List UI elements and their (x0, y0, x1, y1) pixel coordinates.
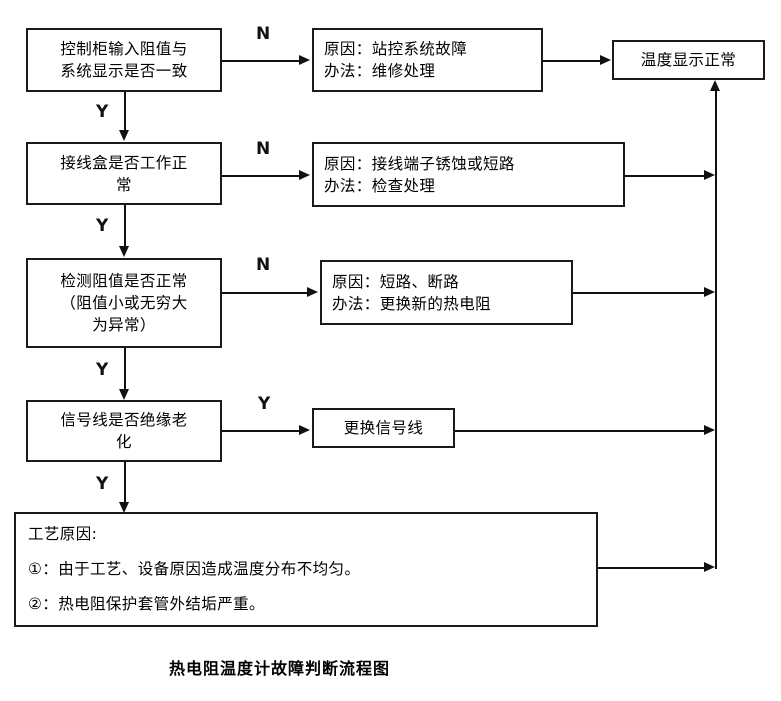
action-box-2[interactable]: 原因：接线端子锈蚀或短路 办法：检查处理 (312, 142, 625, 207)
decision-box-3-line-3: 为异常） (92, 316, 156, 334)
action-box-2-line-1: 原因：接线端子锈蚀或短路 (324, 154, 515, 173)
process-reasons-box[interactable]: 工艺原因: ①：由于工艺、设备原因造成温度分布不均匀。 ②：热电阻保护套管外结垢… (14, 512, 598, 627)
decision-box-1-line-1: 控制柜输入阻值与 (60, 40, 188, 58)
decision-box-2-line-1: 接线盒是否工作正 (60, 153, 188, 172)
edge-label-y1: Y (96, 102, 109, 122)
connector-d2-to-a2 (222, 175, 300, 177)
riser-to-terminal (715, 91, 717, 569)
decision-box-3[interactable]: 检测阻值是否正常 （阻值小或无穷大 为异常） (26, 258, 222, 348)
connector-process-to-riser (598, 567, 705, 569)
connector-d3-to-d4 (124, 348, 126, 390)
decision-box-1-line-2: 系统显示是否一致 (60, 62, 188, 80)
process-reasons-line-2: ①：由于工艺、设备原因造成温度分布不均匀。 (28, 560, 361, 578)
connector-d4-to-a4 (222, 430, 300, 432)
arrow-d2-to-d3 (119, 246, 129, 257)
process-reasons-line-3: ②：热电阻保护套管外结垢严重。 (28, 595, 265, 613)
edge-label-y3: Y (96, 360, 109, 380)
edge-label-y-branch4: Y (258, 394, 271, 414)
connector-d4-to-process (124, 462, 126, 503)
arrow-a2-to-riser (704, 170, 715, 180)
arrow-a1-to-terminal (600, 55, 611, 65)
connector-a2-to-riser (625, 175, 705, 177)
action-box-4-line-1: 更换信号线 (343, 419, 424, 437)
action-box-1[interactable]: 原因：站控系统故障 办法：维修处理 (312, 28, 543, 92)
decision-box-4-line-1: 信号线是否绝缘老 (60, 411, 188, 429)
decision-box-2-line-2: 常 (116, 175, 132, 194)
terminal-box-label: 温度显示正常 (640, 51, 737, 69)
terminal-box-normal-display[interactable]: 温度显示正常 (612, 40, 765, 80)
decision-box-4[interactable]: 信号线是否绝缘老 化 (26, 400, 222, 462)
arrow-riser-to-terminal (710, 80, 720, 91)
connector-d3-to-a3 (222, 292, 308, 294)
arrow-process-to-riser (704, 562, 715, 572)
arrow-a4-to-riser (704, 425, 715, 435)
connector-d2-to-d3 (124, 205, 126, 247)
arrow-d3-to-d4 (119, 389, 129, 400)
action-box-2-line-2: 办法：检查处理 (324, 176, 436, 195)
arrow-d1-to-d2 (119, 130, 129, 141)
action-box-3[interactable]: 原因：短路、断路 办法：更换新的热电阻 (320, 260, 573, 325)
process-reasons-line-1: 工艺原因: (28, 525, 98, 543)
edge-label-y2: Y (96, 216, 109, 236)
action-box-1-line-1: 原因：站控系统故障 (324, 40, 468, 58)
connector-a1-to-terminal (543, 60, 601, 62)
arrow-d1-to-a1 (299, 55, 310, 65)
edge-label-n1: N (256, 24, 271, 44)
edge-label-y4: Y (96, 474, 109, 494)
decision-box-2[interactable]: 接线盒是否工作正 常 (26, 142, 222, 205)
arrow-d2-to-a2 (299, 170, 310, 180)
connector-d1-to-a1 (222, 60, 300, 62)
action-box-4[interactable]: 更换信号线 (312, 408, 455, 448)
edge-label-n2: N (256, 139, 271, 159)
connector-d1-to-d2 (124, 92, 126, 131)
figure-caption: 热电阻温度计故障判断流程图 (169, 659, 391, 678)
decision-box-3-line-2: （阻值小或无穷大 (60, 294, 188, 312)
action-box-3-line-2: 办法：更换新的热电阻 (332, 294, 492, 313)
decision-box-3-line-1: 检测阻值是否正常 (60, 272, 188, 290)
edge-label-n3: N (256, 255, 271, 275)
action-box-1-line-2: 办法：维修处理 (324, 62, 436, 80)
arrow-d4-to-process (119, 502, 129, 513)
connector-a4-to-riser (455, 430, 705, 432)
arrow-d4-to-a4 (299, 425, 310, 435)
decision-box-4-line-2: 化 (116, 433, 132, 451)
arrow-d3-to-a3 (307, 287, 318, 297)
decision-box-1[interactable]: 控制柜输入阻值与 系统显示是否一致 (26, 28, 222, 92)
arrow-a3-to-riser (704, 287, 715, 297)
action-box-3-line-1: 原因：短路、断路 (332, 272, 460, 291)
connector-a3-to-riser (573, 292, 705, 294)
